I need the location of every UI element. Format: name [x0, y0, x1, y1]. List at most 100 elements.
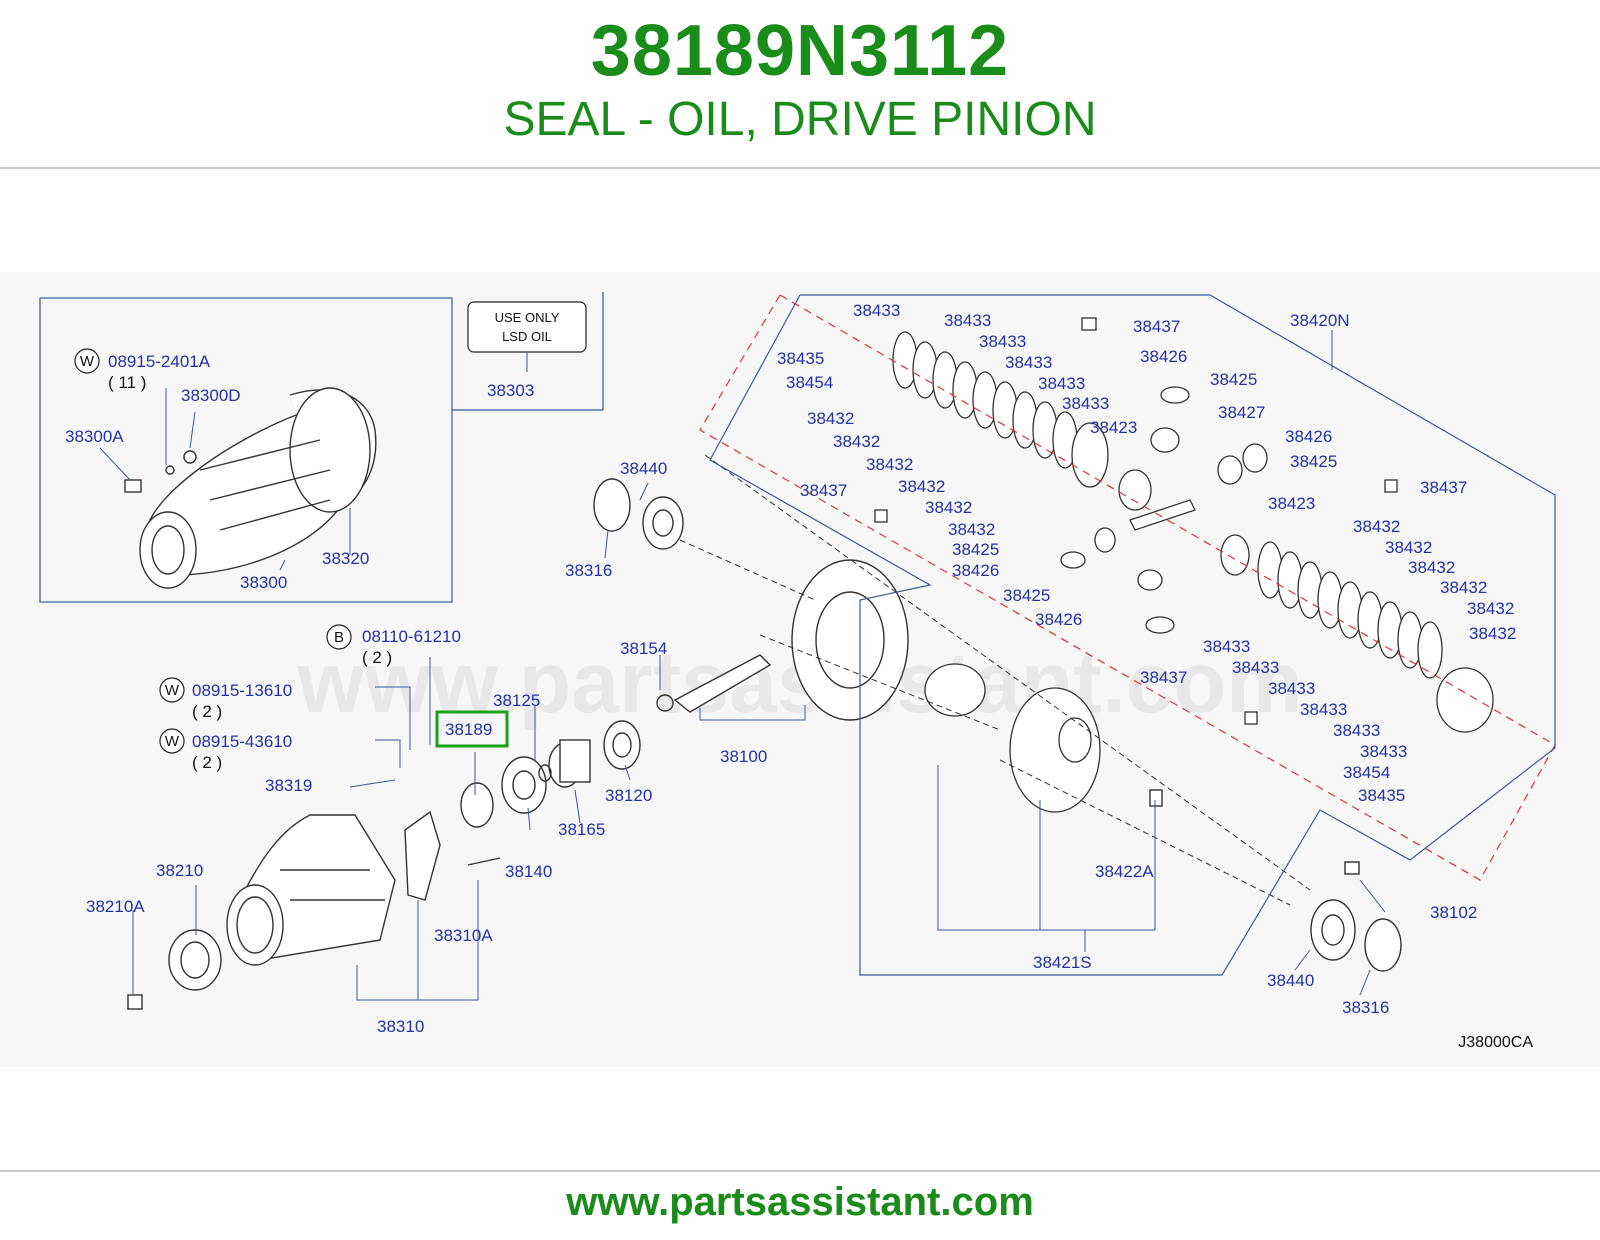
quantity-label: ( 11 ): [108, 373, 146, 392]
callout-label: 38435: [777, 349, 824, 368]
quantity-label: ( 2 ): [362, 648, 392, 667]
note-line-2: LSD OIL: [502, 329, 552, 344]
callout-label: 38210: [156, 861, 203, 880]
part-number-title: 38189N3112: [590, 11, 1010, 91]
callout-label: 38420N: [1290, 311, 1350, 330]
callout-label: 38300: [240, 573, 287, 592]
callout-label: 38427: [1218, 403, 1265, 422]
marker-letters: W W W B: [80, 353, 344, 750]
marker-w: W: [80, 353, 95, 370]
callout-label: 38432: [1385, 538, 1432, 557]
callout-label: 38435: [1358, 786, 1405, 805]
callout-label: 38433: [853, 301, 900, 320]
callout-label: 38432: [948, 520, 995, 539]
callout-label: 38432: [1408, 558, 1455, 577]
callout-label: 38454: [786, 373, 833, 392]
callout-label: 08915-2401A: [108, 352, 211, 371]
callout-label: 38425: [952, 540, 999, 559]
callout-label: 38100: [720, 747, 767, 766]
callout-label: 38425: [1003, 586, 1050, 605]
callout-label: 38432: [807, 409, 854, 428]
callout-label: 38422A: [1095, 862, 1154, 881]
callout-label: 38433: [944, 311, 991, 330]
quantity-label: ( 2 ): [192, 702, 222, 721]
callout-label: 38300D: [181, 386, 241, 405]
lsd-dashed-frame: [699, 294, 1556, 881]
parts-diagram: www.partsassistant.com USE ONLY LSD OIL: [0, 272, 1600, 1067]
callout-label: 38433: [1038, 374, 1085, 393]
footer-divider: [0, 1170, 1600, 1172]
footer-website-link[interactable]: www.partsassistant.com: [566, 1180, 1034, 1224]
callout-label: 38320: [322, 549, 369, 568]
callout-label: 38421S: [1033, 953, 1092, 972]
note-line-1: USE ONLY: [495, 310, 560, 325]
housing-frame: [39, 297, 453, 603]
callout-label: 38300A: [65, 427, 124, 446]
callout-label: 08915-13610: [192, 681, 292, 700]
callout-label: 38433: [1333, 721, 1380, 740]
callout-label: 38454: [1343, 763, 1390, 782]
callout-label: 38437: [1420, 478, 1467, 497]
callout-label: 38432: [866, 455, 913, 474]
diagram-code: J38000CA: [1458, 1034, 1533, 1051]
callout-label: 38432: [1467, 599, 1514, 618]
lsd-assembly-drawing: [874, 317, 1494, 813]
callout-label: 38432: [925, 498, 972, 517]
callout-label: 38437: [1133, 317, 1180, 336]
assembly-axis-lines: [679, 454, 1311, 906]
callout-label: 38125: [493, 691, 540, 710]
callout-label: 38310: [377, 1017, 424, 1036]
callout-label: 38303: [487, 381, 534, 400]
callout-label: 08915-43610: [192, 732, 292, 751]
highlighted-part-box[interactable]: [435, 710, 509, 748]
callout-label: 38102: [1430, 903, 1477, 922]
part-description: SEAL - OIL, DRIVE PINION: [503, 93, 1097, 146]
frame-connector: [452, 292, 604, 411]
callout-label: 38433: [1360, 742, 1407, 761]
exploded-view-svg: www.partsassistant.com USE ONLY LSD OIL: [39, 292, 1556, 1051]
marker-circles: [74, 348, 352, 754]
page-header: 38189N3112 SEAL - OIL, DRIVE PINION: [0, 0, 1600, 168]
callout-label: 38426: [1140, 347, 1187, 366]
callout-label: 38426: [1285, 427, 1332, 446]
callout-label: 38425: [1290, 452, 1337, 471]
callout-label: 38437: [800, 481, 847, 500]
callout-label: 38440: [620, 459, 667, 478]
callout-label: 38433: [979, 332, 1026, 351]
callout-label: 38433: [1300, 700, 1347, 719]
callout-label: 38154: [620, 639, 667, 658]
callout-label: 38165: [558, 820, 605, 839]
callout-label: 38426: [1035, 610, 1082, 629]
callout-label: 38319: [265, 776, 312, 795]
callout-label: 38432: [833, 432, 880, 451]
callout-labels: 08915-2401A ( 11 ) 38300D 38300A 38300 3…: [65, 301, 1516, 1036]
callout-label: 38423: [1090, 418, 1137, 437]
callout-label: 38433: [1062, 394, 1109, 413]
callout-label: 38423: [1268, 494, 1315, 513]
callout-label: 38432: [1353, 517, 1400, 536]
gearset-drawing: [460, 478, 1402, 972]
header-divider: [0, 167, 1600, 169]
callout-label: 08110-61210: [362, 627, 461, 646]
callout-label: 38432: [1469, 624, 1516, 643]
callout-38189-highlighted: 38189: [445, 720, 492, 739]
pinion-housing-drawing: [127, 810, 441, 1010]
callout-label: 38433: [1232, 658, 1279, 677]
callout-label: 38140: [505, 862, 552, 881]
callout-label: 38437: [1140, 668, 1187, 687]
marker-b: B: [334, 629, 344, 646]
callout-label: 38432: [1440, 578, 1487, 597]
marker-w: W: [165, 733, 180, 750]
quantity-label: ( 2 ): [192, 753, 222, 772]
callout-label: 38316: [565, 561, 612, 580]
callout-label: 38433: [1268, 679, 1315, 698]
callout-label: 38425: [1210, 370, 1257, 389]
differential-carrier-drawing: [124, 387, 377, 589]
callout-label: 38426: [952, 561, 999, 580]
marker-w: W: [165, 682, 180, 699]
callout-label: 38120: [605, 786, 652, 805]
callout-label: 38210A: [86, 897, 145, 916]
leader-lines: [99, 330, 1386, 1001]
callout-label: 38310A: [434, 926, 493, 945]
callout-label: 38432: [898, 477, 945, 496]
